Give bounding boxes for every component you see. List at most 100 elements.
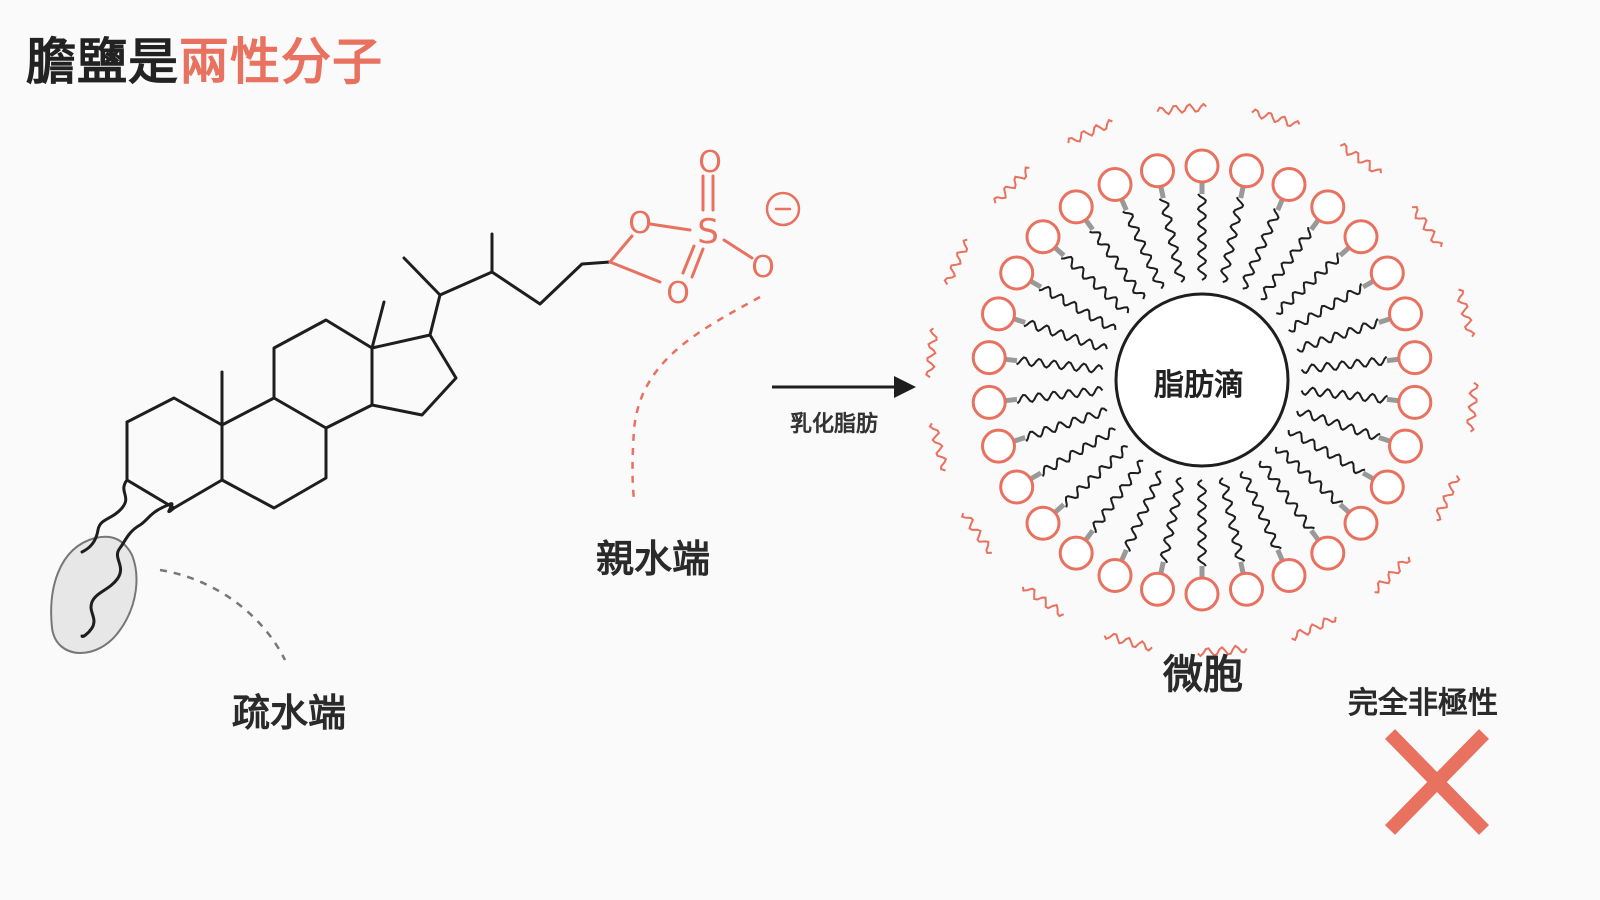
hydrophobic-highlight (50, 535, 138, 654)
hydrophilic-head (1025, 505, 1061, 541)
hydrophilic-head (1388, 296, 1423, 332)
molecule-linker (1119, 548, 1129, 562)
water-wave (928, 422, 948, 472)
hydrophilic-head (981, 296, 1016, 332)
molecule-linker (1309, 218, 1321, 231)
molecule-linker (1029, 470, 1043, 482)
hydrophobic-tail (1300, 386, 1388, 404)
hydrophobic-tail (1016, 385, 1104, 405)
water-wave (1103, 633, 1153, 652)
hydrophilic-head (1369, 469, 1405, 505)
hydrophobic-end-label: 疏水端 (232, 691, 347, 735)
molecule-linker (1378, 316, 1392, 325)
hydrophobic-tail (1196, 193, 1208, 281)
micelle-label: 微胞 (1163, 652, 1243, 698)
hydrophilic-head (999, 255, 1035, 291)
hydrophilic-head (1184, 576, 1220, 612)
hydrophobic-tail (1300, 355, 1388, 375)
water-wave (1067, 118, 1113, 144)
water-wave (1291, 616, 1337, 642)
molecule-linker (1309, 529, 1321, 542)
water-wave (1374, 556, 1411, 594)
hydrophilic-head (971, 340, 1007, 376)
hydrophobic-tail (1218, 477, 1246, 562)
hydrophilic-head (1343, 219, 1379, 255)
hydrophilic-head (1097, 558, 1133, 593)
hydrophobic-tail (1296, 409, 1381, 441)
hydrophobic-tail (1239, 470, 1282, 550)
hydrophobic-pointer (159, 568, 287, 661)
molecule-linker (1361, 470, 1375, 482)
steroid-skeleton (125, 232, 612, 510)
water-wave (1435, 475, 1461, 522)
water-wave (1412, 205, 1443, 248)
emulsify-arrow (772, 376, 916, 398)
hydrophobic-tail (1122, 210, 1165, 290)
hydrophobic-tail (1065, 444, 1128, 508)
hydrophobic-tail (1089, 230, 1146, 300)
hydrophilic-head (1140, 153, 1175, 189)
title-part-2: 兩性分子 (179, 33, 383, 91)
oxygen-atom-right: O (751, 250, 775, 285)
hydrophilic-head (1229, 571, 1264, 607)
water-wave (943, 238, 969, 285)
molecule-linker (1029, 278, 1043, 290)
hydrophilic-head (1025, 219, 1061, 255)
molecule-linker (1378, 435, 1392, 444)
hydrophobic-tail (1124, 470, 1162, 552)
hydrophilic-head (1058, 535, 1094, 571)
hydrophilic-head (1271, 558, 1307, 593)
hydrophobic-chain (80, 502, 176, 638)
hydrophobic-tail (1016, 356, 1104, 374)
hydrophilic-head (1388, 428, 1423, 464)
micelle (925, 102, 1479, 658)
hydrophobic-tail (1220, 196, 1245, 284)
water-wave (961, 512, 992, 555)
molecule-linker (1386, 396, 1400, 404)
hydrophilic-head (1184, 148, 1220, 184)
cross-mark-icon (1384, 729, 1490, 835)
molecule-linker (1361, 278, 1375, 290)
hydrophobic-tail (1242, 208, 1280, 290)
oxygen-atom-top: O (698, 145, 722, 180)
hydrophilic-pointer (631, 295, 761, 501)
hydrophilic-head (1369, 255, 1405, 291)
hydrophobic-tail (1025, 407, 1108, 442)
molecule-linker (1004, 356, 1018, 364)
molecule-linker (1275, 198, 1285, 212)
molecule-linker (1386, 356, 1400, 364)
hydrophobic-tail (1158, 198, 1186, 283)
hydrophilic-head (1310, 189, 1346, 225)
sulfur-atom: S (697, 212, 719, 252)
water-wave (1197, 644, 1248, 658)
molecule-linker (1338, 245, 1351, 258)
hydrophobic-tail (1023, 319, 1108, 351)
hydrophobic-tail (1260, 227, 1312, 301)
water-wave (1251, 108, 1301, 127)
hydrophilic-head (1343, 505, 1379, 541)
hydrophobic-tail (1258, 460, 1315, 530)
emulsify-label: 乳化脂肪 (790, 412, 879, 437)
hydrophilic-head (1397, 340, 1433, 376)
sulfate-group (608, 174, 801, 284)
hydrophilic-end-label: 親水端 (596, 537, 711, 581)
water-wave (1466, 381, 1479, 433)
hydrophilic-head (1058, 189, 1094, 225)
hydrophobic-tail (1159, 476, 1184, 564)
water-wave (1156, 102, 1207, 116)
hydrophilic-head (1097, 167, 1133, 202)
molecule-linker (1083, 218, 1095, 231)
molecule-linker (1083, 529, 1095, 542)
oxygen-atom-bottom: O (666, 276, 690, 311)
fat-droplet (1114, 292, 1290, 468)
water-wave (925, 327, 938, 379)
fat-droplet-label: 脂肪滴 (1154, 368, 1244, 403)
molecule-linker (1238, 561, 1246, 575)
hydrophilic-head (1271, 167, 1307, 202)
hydrophilic-head (1310, 535, 1346, 571)
molecule-linker (1004, 396, 1018, 404)
hydrophobic-tail (1296, 318, 1379, 353)
hydrophobic-tail (1274, 446, 1343, 505)
hydrophobic-tail (1038, 285, 1117, 331)
hydrophilic-head (1397, 384, 1433, 420)
